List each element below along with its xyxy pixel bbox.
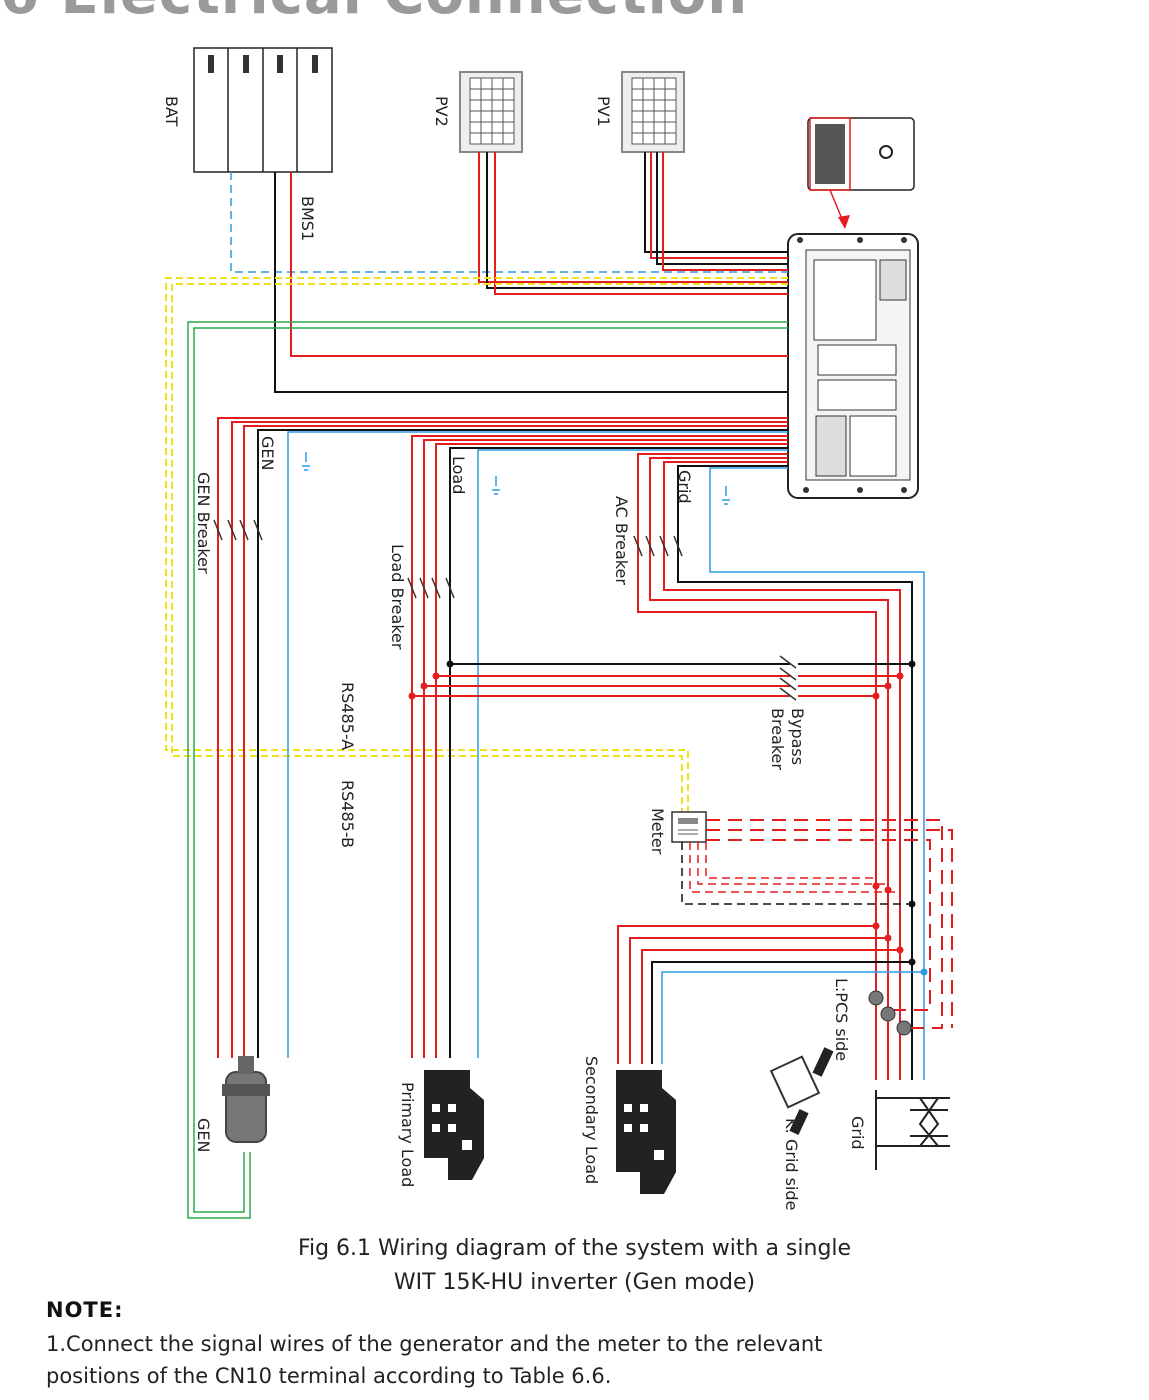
pv2-label: PV2 bbox=[432, 96, 451, 127]
caption-line-2: WIT 15K-HU inverter (Gen mode) bbox=[393, 1270, 756, 1295]
bms1-label: BMS1 bbox=[298, 196, 317, 241]
generator-icon bbox=[222, 1056, 270, 1143]
section-heading: 6 Electrical Connection bbox=[0, 0, 748, 27]
ct-l-label: L:PCS side bbox=[832, 978, 851, 1061]
gen-breaker-label: GEN Breaker bbox=[194, 472, 213, 574]
rs485a-label: RS485-A bbox=[338, 682, 357, 750]
note-body: 1.Connect the signal wires of the genera… bbox=[46, 1328, 1126, 1392]
figure-caption: Fig 6.1 Wiring diagram of the system wit… bbox=[0, 1232, 1149, 1300]
pv1-label: PV1 bbox=[594, 96, 613, 127]
meter-label: Meter bbox=[648, 808, 667, 855]
pv2-panel-icon bbox=[459, 71, 523, 153]
bypass-label-2: Breaker bbox=[768, 708, 787, 770]
note-title: NOTE: bbox=[46, 1298, 124, 1322]
note-line-1: 1.Connect the signal wires of the genera… bbox=[46, 1332, 823, 1356]
grid-label: Grid bbox=[848, 1116, 867, 1150]
wiring-diagram: BAT PV2 PV1 BMS1 bbox=[162, 47, 953, 1219]
load-breaker-label: Load Breaker bbox=[388, 544, 407, 650]
pv1-panel-icon bbox=[621, 71, 685, 153]
ct-sensor-icon bbox=[769, 1047, 834, 1135]
primary-load-label: Primary Load bbox=[398, 1082, 417, 1187]
meter-icon bbox=[671, 811, 707, 843]
inverter-front-icon bbox=[807, 117, 915, 191]
secondary-load-icon bbox=[616, 1070, 676, 1194]
rs485b-label: RS485-B bbox=[338, 780, 357, 848]
ac-breaker-label: AC Breaker bbox=[612, 496, 631, 585]
note-line-2: positions of the CN10 terminal according… bbox=[46, 1364, 612, 1388]
grid-tower-icon bbox=[875, 1090, 950, 1170]
ct-clamp-icons bbox=[868, 990, 912, 1036]
load-wire-label: Load bbox=[449, 456, 468, 494]
gen-device-label: GEN bbox=[194, 1118, 213, 1152]
secondary-load-label: Secondary Load bbox=[582, 1056, 601, 1184]
bat-label: BAT bbox=[162, 96, 181, 127]
bypass-label-1: Bypass bbox=[788, 708, 807, 765]
inverter-wiring-bay-icon bbox=[787, 233, 919, 499]
grid-wire-label: Grid bbox=[675, 470, 694, 504]
gen-wire-label: GEN bbox=[258, 436, 277, 470]
battery-icon bbox=[193, 47, 333, 173]
primary-load-icon bbox=[424, 1070, 484, 1180]
caption-line-1: Fig 6.1 Wiring diagram of the system wit… bbox=[297, 1236, 852, 1261]
ct-k-label: K: Grid side bbox=[782, 1118, 801, 1210]
